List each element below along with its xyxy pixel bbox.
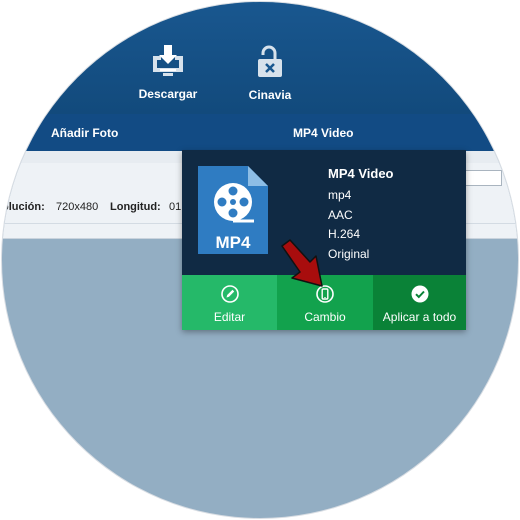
apply-all-button[interactable]: Aplicar a todo (373, 275, 466, 330)
pencil-icon (182, 285, 277, 306)
toolbar-item-media[interactable]: ia (22, 90, 82, 104)
edit-button-label: Editar (213, 310, 246, 324)
download-icon (130, 42, 206, 81)
subbar: Añadir Foto MP4 Video (2, 114, 518, 151)
quality-value: Original (328, 246, 370, 261)
length-value: 01 (169, 201, 182, 213)
video-codec-value: H.264 (328, 227, 361, 241)
main-toolbar: ia Descargar C (2, 2, 518, 114)
file-badge-text: MP4 (216, 233, 252, 252)
container-value: mp4 (328, 188, 352, 202)
resolution-label: olución: (2, 201, 45, 213)
edit-button[interactable]: Editar (182, 275, 277, 330)
format-title: MP4 Video (328, 166, 394, 181)
add-photo-tab[interactable]: Añadir Foto (51, 126, 119, 140)
phone-icon (277, 285, 373, 306)
popup-actions: Editar Cambio (182, 275, 466, 330)
pointer-arrow-icon (278, 238, 332, 295)
unlock-icon (240, 45, 300, 82)
toolbar-item-cinavia-label: Cinavia (248, 88, 292, 102)
change-button[interactable]: Cambio (277, 275, 373, 330)
apply-all-button-label: Aplicar a todo (382, 310, 457, 324)
format-popup: MP4 MP4 Video mp4 AAC H.264 Original Edi… (182, 150, 466, 330)
output-format-label[interactable]: MP4 Video (293, 126, 354, 140)
change-button-label: Cambio (304, 310, 346, 324)
format-properties: MP4 Video mp4 AAC H.264 Original (328, 166, 394, 264)
toolbar-item-media-label: ia (46, 90, 57, 104)
toolbar-item-download[interactable]: Descargar (130, 42, 206, 101)
toolbar-item-cinavia[interactable]: Cinavia (240, 45, 300, 102)
length-label: Longitud: (110, 201, 161, 213)
toolbar-item-download-label: Descargar (138, 87, 198, 101)
mp4-file-icon: MP4 (196, 164, 270, 261)
audio-codec-value: AAC (328, 207, 353, 222)
resolution-value: 720x480 (56, 201, 99, 213)
checkmark-icon (373, 285, 466, 306)
